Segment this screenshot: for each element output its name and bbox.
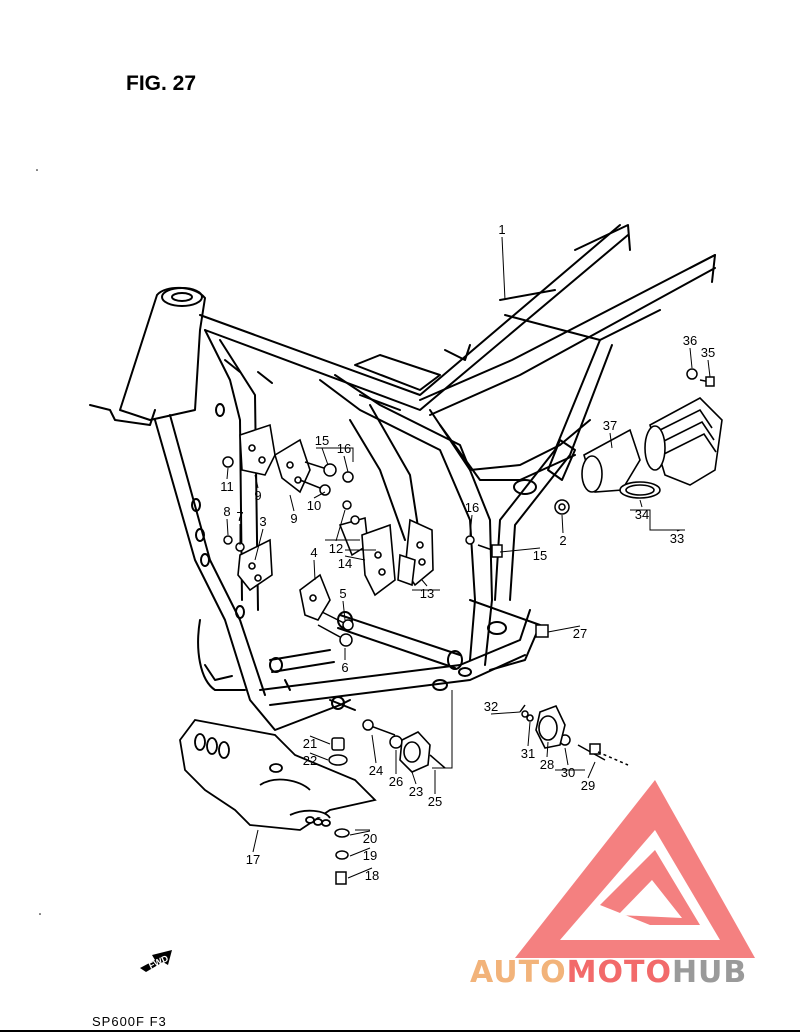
callout-leader (587, 761, 596, 779)
callout-leader (501, 236, 506, 301)
engine-mount-brackets (237, 423, 434, 621)
callout-number: 31 (521, 746, 535, 761)
scan-dot (39, 913, 41, 915)
callout-number: 15 (315, 433, 329, 448)
callout-number: 19 (363, 848, 377, 863)
callout-leader (321, 447, 329, 466)
callout-leader (411, 771, 417, 785)
callout-leader (421, 579, 428, 587)
callout-leader (309, 752, 329, 761)
callout-number: 26 (389, 774, 403, 789)
callout-number: 7 (236, 509, 243, 524)
callout-brackets (316, 447, 685, 831)
callout-leader (707, 359, 711, 378)
callout-leader (564, 747, 569, 766)
callout-leader (609, 432, 613, 449)
callout-number: 30 (561, 765, 575, 780)
callout-leader (689, 347, 693, 369)
callout-leader (349, 847, 371, 857)
callout-number: 3 (259, 514, 266, 529)
callout-leader (546, 741, 549, 758)
callout-number: 34 (635, 507, 649, 522)
callout-leader (499, 547, 541, 553)
callout-leader (289, 494, 295, 512)
callout-number: 16 (465, 500, 479, 515)
callout-number: 15 (533, 548, 547, 563)
main-frame (89, 224, 716, 731)
callout-number: 14 (338, 556, 352, 571)
callout-leader (344, 555, 366, 561)
callout-leader (254, 528, 264, 561)
footer-code: SP600F F3 (92, 1014, 167, 1029)
callout-leader (371, 734, 377, 764)
callout-number: 18 (365, 868, 379, 883)
callout-number: 27 (573, 626, 587, 641)
callout-number: 33 (670, 531, 684, 546)
callout-leader (226, 518, 229, 536)
callout-leader (342, 600, 346, 621)
rubber-mounts (399, 704, 566, 773)
callout-number: 1 (498, 222, 505, 237)
scan-dot (36, 169, 38, 171)
fasteners (222, 368, 715, 885)
figure-title: FIG. 27 (126, 72, 197, 95)
callout-number: 20 (363, 831, 377, 846)
callout-leader (349, 830, 371, 836)
callout-number: 11 (220, 479, 234, 494)
fwd-arrow-icon (140, 950, 172, 972)
callout-number: 6 (341, 660, 348, 675)
callout-number: 5 (339, 586, 346, 601)
callout-number: 10 (307, 498, 321, 513)
callout-number: 32 (484, 699, 498, 714)
callout-number: 29 (581, 778, 595, 793)
callout-number: 21 (303, 736, 317, 751)
callout-number: 23 (409, 784, 423, 799)
callout-leader (343, 455, 349, 473)
callout-number: 37 (603, 418, 617, 433)
callout-leader (254, 474, 259, 489)
callout-leader (335, 509, 346, 542)
callout-number: 9 (290, 511, 297, 526)
callout-leader (226, 467, 229, 480)
callout-number: 36 (683, 333, 697, 348)
callout-leader (490, 711, 521, 715)
watermark-text: AUTOMOTOHUB (470, 955, 748, 990)
callout-leader (347, 867, 373, 879)
callout-number: 35 (701, 345, 715, 360)
callout-number: 2 (559, 533, 566, 548)
callout-leader (309, 735, 331, 745)
watermark-logo-icon (515, 780, 755, 958)
callout-leader (547, 625, 581, 633)
callout-leader (252, 829, 259, 853)
callout-number: 13 (420, 586, 434, 601)
callout-number: 12 (329, 541, 343, 556)
bottom-rule (0, 1030, 800, 1032)
callout-leader (313, 559, 316, 581)
callout-number: 17 (246, 852, 260, 867)
callout-leader (313, 491, 326, 499)
callout-number: 22 (303, 753, 317, 768)
callout-number: 25 (428, 794, 442, 809)
callout-number: 24 (369, 763, 383, 778)
callout-leader (639, 499, 643, 508)
callout-number: 28 (540, 757, 554, 772)
callout-number: 4 (310, 545, 317, 560)
callout-leader (469, 514, 473, 536)
callout-number: 8 (223, 504, 230, 519)
skid-plate (179, 719, 377, 831)
callout-leader (561, 514, 564, 534)
callout-leader-lines (226, 236, 711, 879)
callout-leader (527, 721, 531, 747)
callout-number: 9 (254, 488, 261, 503)
rear-guard-assembly (581, 397, 723, 499)
